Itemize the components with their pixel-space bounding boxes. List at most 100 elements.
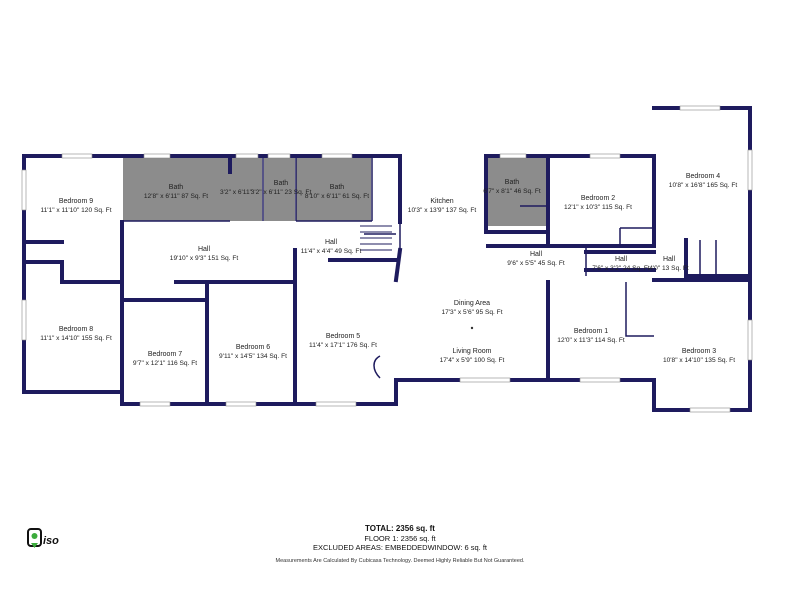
room-name: Hall bbox=[663, 256, 676, 263]
room-label-hall-2: Hall 11'4" x 4'4" 49 Sq. Ft bbox=[301, 239, 362, 255]
room-label-living-room: Living Room 17'4" x 5'9" 100 Sq. Ft bbox=[440, 348, 505, 364]
room-dimensions: 12'0" x 11'3" 114 Sq. Ft bbox=[557, 337, 625, 344]
room-name: Bath bbox=[169, 184, 184, 191]
room-label-dining-area: Dining Area 17'3" x 5'6" 95 Sq. Ft bbox=[441, 300, 502, 316]
room-dimensions: 11'1" x 14'10" 155 Sq. Ft bbox=[40, 335, 112, 342]
windows bbox=[21, 105, 753, 413]
window bbox=[315, 401, 357, 407]
window bbox=[21, 299, 27, 341]
window bbox=[459, 377, 511, 383]
room-dimensions: 11'4" x 4'4" 49 Sq. Ft bbox=[301, 248, 362, 255]
walls bbox=[22, 106, 752, 412]
room-dimensions: 12'8" x 6'11" 87 Sq. Ft bbox=[144, 193, 208, 200]
room-name: Hall bbox=[530, 251, 543, 258]
room-name: Bedroom 4 bbox=[686, 173, 720, 180]
total-area: TOTAL: 2356 sq. ft bbox=[365, 524, 435, 533]
room-labels: Bedroom 9 11'1" x 11'10" 120 Sq. Ft Bath 12… bbox=[40, 173, 737, 367]
room-name: Bedroom 3 bbox=[682, 348, 716, 355]
room-label-bedroom-3: Bedroom 310'8" x 14'10" 135 Sq. Ft bbox=[663, 348, 735, 364]
room-label-hall-main: Hall 19'10" x 9'3" 151 Sq. Ft bbox=[170, 246, 239, 262]
window bbox=[235, 153, 259, 159]
room-dimensions: 10'3" x 13'9" 137 Sq. Ft bbox=[408, 207, 477, 214]
room-dimensions: 12'1" x 10'3" 115 Sq. Ft bbox=[564, 204, 632, 211]
room-name: Bedroom 9 bbox=[59, 198, 93, 205]
room-name: Dining Area bbox=[454, 300, 490, 307]
partition bbox=[625, 282, 654, 337]
window bbox=[61, 153, 93, 159]
room-dimensions: 10'8" x 16'8" 165 Sq. Ft bbox=[669, 182, 738, 189]
window bbox=[21, 169, 27, 211]
bath-fills bbox=[123, 158, 546, 226]
room-name: Hall bbox=[615, 256, 628, 263]
room-label-kitchen: Kitchen 10'3" x 13'9" 137 Sq. Ft bbox=[408, 198, 477, 214]
room-dimensions: 11'1" x 11'10" 120 Sq. Ft bbox=[40, 207, 111, 214]
room-label-bedroom-2: Bedroom 2 12'1" x 10'3" 115 Sq. Ft bbox=[564, 195, 632, 211]
bath-fill bbox=[296, 158, 371, 221]
wall bbox=[546, 154, 656, 248]
room-name: Bedroom 6 bbox=[236, 344, 270, 351]
light-fixture-icon bbox=[470, 326, 474, 330]
room-name: Bedroom 7 bbox=[148, 351, 182, 358]
room-name: Bath bbox=[330, 184, 345, 191]
room-name: Kitchen bbox=[430, 198, 453, 205]
measurement-disclaimer: Measurements Are Calculated By Cubicasa … bbox=[275, 558, 525, 564]
room-label-bath-4: Bath 8'10" x 6'11" 61 Sq. Ft bbox=[305, 184, 369, 200]
room-name: Living Room bbox=[453, 348, 492, 355]
room-dimensions: 17'4" x 5'9" 100 Sq. Ft bbox=[440, 357, 505, 364]
bath-fill bbox=[488, 158, 546, 226]
room-label-bedroom-8: Bedroom 8 11'1" x 14'10" 155 Sq. Ft bbox=[40, 326, 112, 342]
window bbox=[499, 153, 527, 159]
wall bbox=[393, 247, 403, 283]
room-name: Bedroom 1 bbox=[574, 328, 608, 335]
room-dimensions: 3'2" x 6'11" 23 Sq. Ft bbox=[251, 189, 312, 196]
room-dimensions: 8'10" x 6'11" 61 Sq. Ft bbox=[305, 193, 369, 200]
room-label-bedroom-6: Bedroom 6 9'11" x 14'5" 134 Sq. Ft bbox=[219, 344, 287, 360]
room-dimensions: 7'6" x 3'2" 24 Sq. Ft bbox=[592, 265, 650, 272]
room-name: Hall bbox=[198, 246, 211, 253]
window bbox=[679, 105, 721, 111]
window bbox=[689, 407, 731, 413]
wall bbox=[484, 154, 550, 234]
room-label-bedroom-1: Bedroom 1 12'0" x 11'3" 114 Sq. Ft bbox=[557, 328, 625, 344]
room-name: Bedroom 5 bbox=[326, 333, 360, 340]
partition bbox=[520, 205, 549, 232]
window bbox=[139, 401, 171, 407]
window bbox=[143, 153, 171, 159]
room-name: Bedroom 8 bbox=[59, 326, 93, 333]
room-dimensions: 11'4" x 17'1" 176 Sq. Ft bbox=[309, 342, 377, 349]
window bbox=[321, 153, 353, 159]
room-label-bath-2: 3'2" x 6'11" bbox=[220, 189, 253, 196]
room-name: Bath bbox=[505, 179, 520, 186]
interior-partitions bbox=[123, 158, 717, 379]
room-label-hall-4: Hall 7'6" x 3'2" 24 Sq. Ft bbox=[592, 256, 650, 272]
wall bbox=[684, 238, 752, 278]
room-dimensions: 17'3" x 5'6" 95 Sq. Ft bbox=[441, 309, 502, 316]
room-label-bath-5: Bath 6'7" x 8'1" 46 Sq. Ft bbox=[483, 179, 541, 195]
room-label-bedroom-5: Bedroom 5 11'4" x 17'1" 176 Sq. Ft bbox=[309, 333, 377, 349]
partition bbox=[373, 355, 381, 379]
excluded-areas: EXCLUDED AREAS: EMBEDDEDWINDOW: 6 sq. ft bbox=[312, 543, 488, 552]
window bbox=[747, 149, 753, 191]
room-dimensions: 19'10" x 9'3" 151 Sq. Ft bbox=[170, 255, 239, 262]
svg-text:iso: iso bbox=[43, 535, 59, 547]
cubicasa-logo: iso bbox=[26, 526, 66, 552]
room-name: Hall bbox=[325, 239, 338, 246]
room-label-bedroom-4: Bedroom 4 10'8" x 16'8" 165 Sq. Ft bbox=[669, 173, 738, 189]
room-dimensions: 9'11" x 14'5" 134 Sq. Ft bbox=[219, 353, 287, 360]
room-dimensions: 3'2" x 6'11" bbox=[220, 189, 253, 196]
room-name: Bedroom 2 bbox=[581, 195, 615, 202]
window bbox=[225, 401, 257, 407]
room-dimensions: 9'7" x 12'1" 116 Sq. Ft bbox=[133, 360, 197, 367]
bath-fill bbox=[231, 158, 262, 221]
room-label-bedroom-7: Bedroom 7 9'7" x 12'1" 116 Sq. Ft bbox=[133, 351, 197, 367]
window bbox=[267, 153, 291, 159]
floor-area: FLOOR 1: 2356 sq. ft bbox=[364, 534, 436, 543]
window bbox=[589, 153, 621, 159]
window bbox=[579, 377, 621, 383]
room-dimensions: 6'7" x 8'1" 46 Sq. Ft bbox=[483, 188, 541, 195]
window bbox=[747, 319, 753, 361]
wall bbox=[22, 260, 124, 284]
